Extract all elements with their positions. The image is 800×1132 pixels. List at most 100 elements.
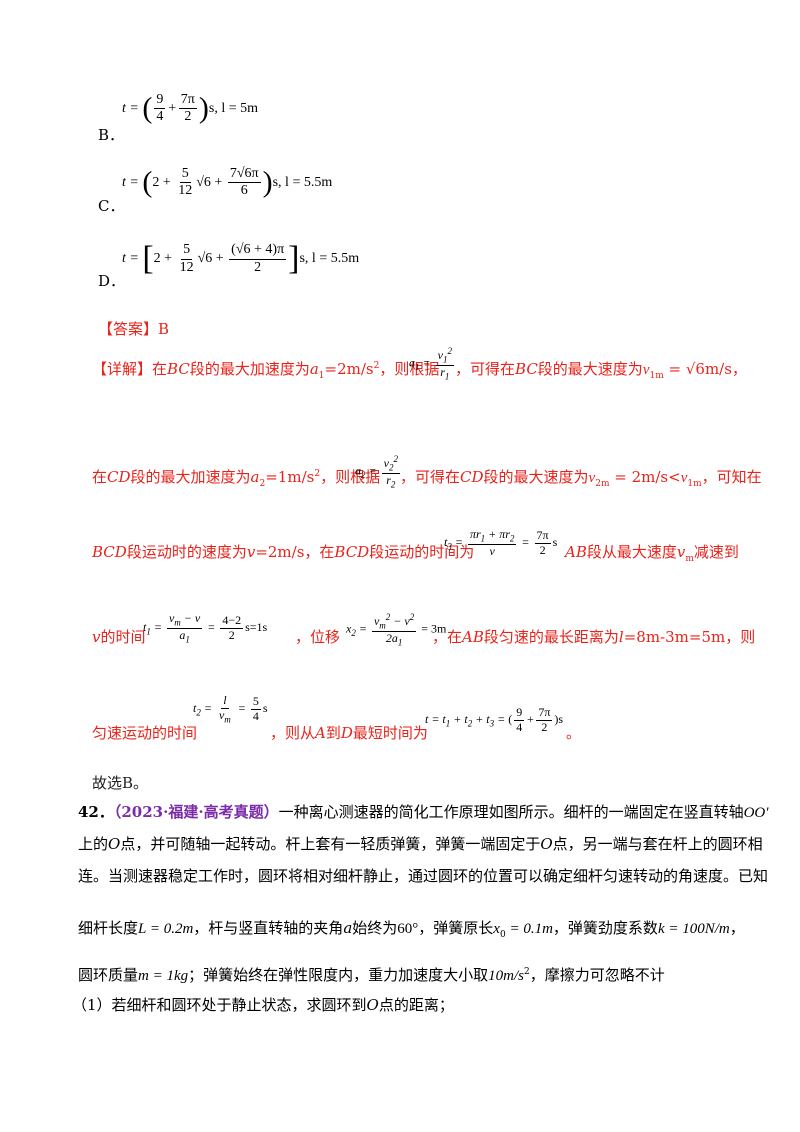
text: l <box>618 628 624 646</box>
text: 减速到 <box>693 543 739 561</box>
text: x <box>493 921 500 937</box>
text: 段的最大加速度为 <box>130 468 251 486</box>
text: 2 <box>259 479 266 489</box>
option-b-tail: s, l = 5m <box>208 100 258 116</box>
text: =2m/s <box>324 360 374 378</box>
option-c-tail: s, l = 5.5m <box>272 174 333 190</box>
text: = √6m/s， <box>663 360 747 378</box>
text: 匀速运动的时间 <box>92 724 198 742</box>
text: 在 <box>92 468 108 486</box>
text: 点，并可随轴一起转动。杆上套有一轻质弹簧，弹簧一端固定于 <box>120 835 541 853</box>
text: ，则从 <box>270 724 316 742</box>
text: ，摩擦力可忽略不计 <box>529 966 665 984</box>
detail-line-5: 匀速运动的时间 <box>92 722 197 743</box>
text: 2 <box>524 967 530 977</box>
text: = 0.1m <box>505 921 553 937</box>
text: 的时间 <box>100 628 146 646</box>
text: k = 100N/m <box>657 921 730 937</box>
detail-line-5b: ，则从A到D最短时间为 <box>270 722 428 743</box>
detail-line-4c: ，在AB段匀速的最长距离为l=8m-3m=5m，则 <box>432 626 755 647</box>
text: ，可得在 <box>400 468 461 486</box>
text: =2m/s，在 <box>255 543 335 561</box>
q42-line-1: 42．（2023·福建·高考真题）一种离心测速器的简化工作原理如图所示。细杆的一… <box>78 801 769 822</box>
text: ，杆与竖直转轴的夹角 <box>193 919 344 937</box>
detail-line-1: 【详解】在BC段的最大加速度为a1=2m/s2，则根据 <box>92 358 439 381</box>
text: 一种离心测速器的简化工作原理如图所示。细杆的一端固定在竖直转轴 <box>278 803 744 821</box>
text: ，位移 <box>295 628 341 646</box>
text: 到 <box>325 724 341 742</box>
text: BC <box>515 360 538 378</box>
text: 1 <box>318 371 325 381</box>
detail-line-2b: ，可得在CD段的最大速度为v2m = 2m/s<v1m，可知在 <box>400 466 762 489</box>
text: =8m-3m=5m，则 <box>623 628 756 646</box>
text: 段从最大速度 <box>586 543 677 561</box>
text: 段运动时的速度为 <box>126 543 247 561</box>
option-b-label: B． <box>98 126 125 144</box>
text: 圆环质量 <box>78 966 139 984</box>
text: ， <box>729 919 745 937</box>
q42-number: 42． <box>78 803 114 821</box>
detail-line-5c: 。 <box>566 722 581 743</box>
text: s <box>552 535 558 550</box>
q42-source: （2023·福建·高考真题） <box>113 803 279 821</box>
answer-tag: 【答案】 <box>98 320 159 338</box>
text: ，可知在 <box>701 468 762 486</box>
text: A <box>315 724 326 742</box>
text: L = 0.2m <box>138 921 194 937</box>
text: ，在 <box>432 628 463 646</box>
text: 段运动的时间为 <box>369 543 475 561</box>
text: 上的 <box>78 835 109 853</box>
text: CD <box>107 468 131 486</box>
q42-line-4: 细杆长度L = 0.2m，杆与竖直转轴的夹角a始终为60°，弹簧原长x0 = 0… <box>78 917 745 940</box>
detail-tag: 【详解】 <box>92 360 153 378</box>
text: 段匀速的最长距离为 <box>483 628 619 646</box>
text: =1m/s <box>265 468 315 486</box>
text: a <box>250 468 260 486</box>
text: 连。当测速器稳定工作时，圆环将相对细杆静止，通过圆环的位置可以确定细杆匀速转动的… <box>78 867 769 885</box>
text: BC <box>167 360 190 378</box>
text: ，弹簧劲度系数 <box>552 919 658 937</box>
text: 10m/s <box>488 968 524 984</box>
answer-value: B <box>158 320 170 338</box>
text: 点，另一端与套在杆上的圆环相 <box>552 835 763 853</box>
text: ，可得在 <box>455 360 516 378</box>
option-c-label: C． <box>98 197 125 215</box>
text: v <box>588 470 596 486</box>
text: O <box>108 835 121 853</box>
q42-line-2: 上的O点，并可随轴一起转动。杆上套有一轻质弹簧，弹簧一端固定于O点，另一端与套在… <box>78 833 763 854</box>
text: 点的距离； <box>378 996 454 1014</box>
text: 1m <box>687 479 702 489</box>
text: ；弹簧始终在弹性限度内，重力加速度大小取 <box>188 966 489 984</box>
text: AB <box>462 628 484 646</box>
text: a <box>343 919 353 937</box>
text: ，弹簧原长 <box>418 919 494 937</box>
text: AB <box>565 543 587 561</box>
text: 。 <box>566 724 582 742</box>
detail-line-1b: ，可得在BC段的最大速度为v1m = √6m/s， <box>455 358 747 381</box>
text: D <box>340 724 353 742</box>
text: 始终为 <box>352 919 398 937</box>
text: （1）若细杆和圆环处于静止状态，求圆环到 <box>72 996 367 1014</box>
text: BCD <box>92 543 127 561</box>
detail-line-3: BCD段运动时的速度为v=2m/s，在BCD段运动的时间为 <box>92 541 474 562</box>
detail-line-2: 在CD段的最大加速度为a2=1m/s2，则根据 <box>92 466 380 489</box>
detail-line-3b: AB段从最大速度vm减速到 <box>565 541 739 564</box>
text: O <box>366 996 379 1014</box>
text: 0 <box>499 930 506 940</box>
option-d-label: D． <box>98 272 126 290</box>
text: m = 1kg <box>138 968 189 984</box>
text: 1m <box>649 371 664 381</box>
text: 在 <box>152 360 168 378</box>
answer-line: 【答案】B <box>98 318 169 339</box>
text: 2 <box>373 361 380 371</box>
text: = 2m/s< <box>609 468 681 486</box>
text: v <box>246 543 256 561</box>
